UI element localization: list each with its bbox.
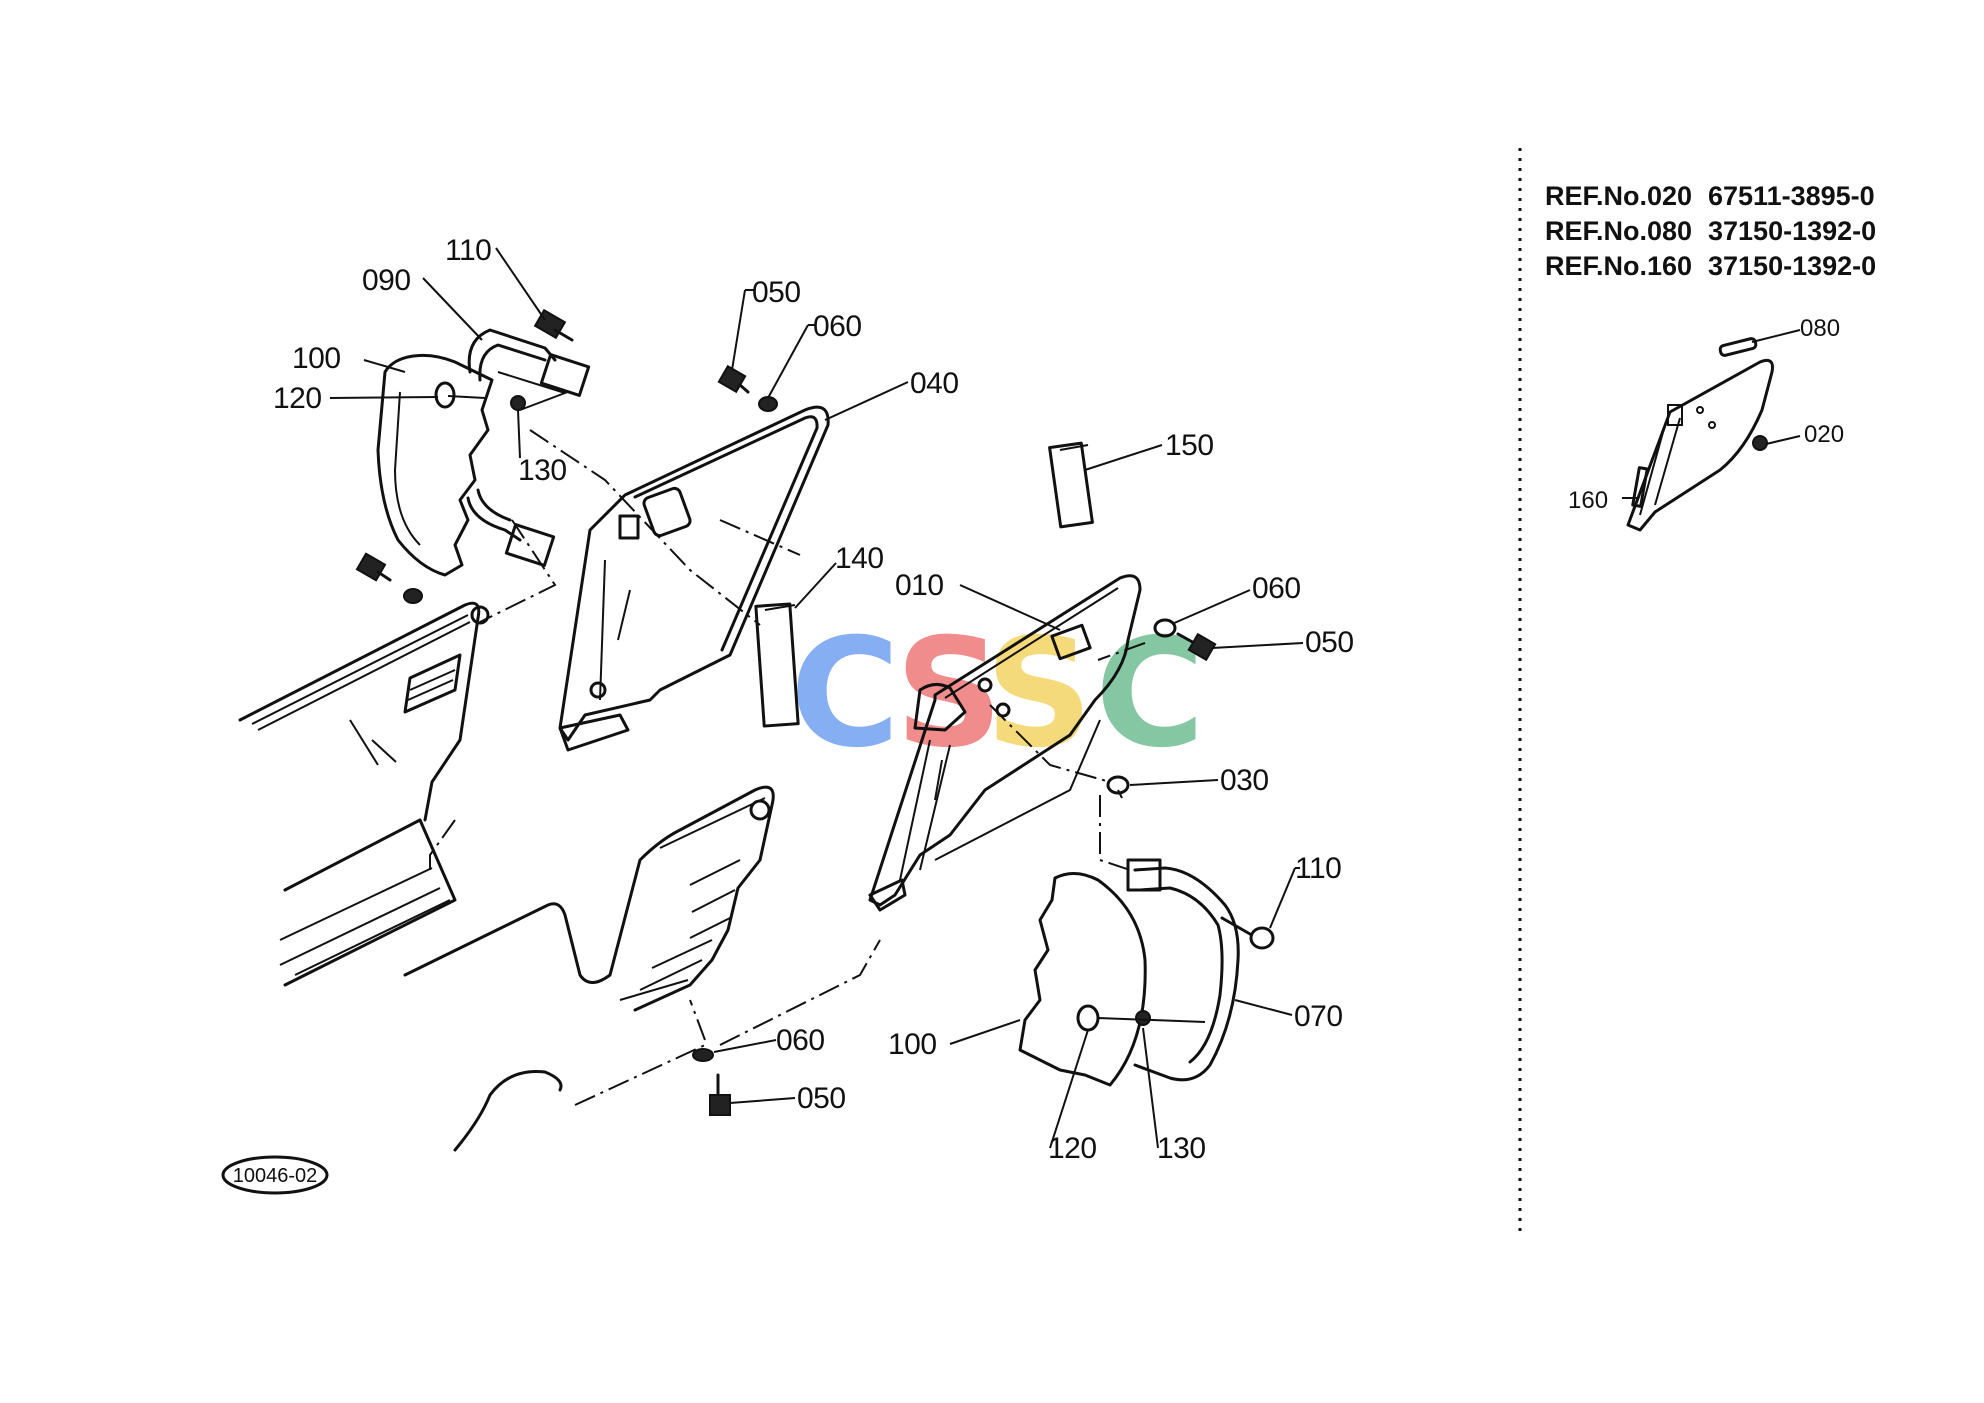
callout-110-right: 110	[1295, 852, 1341, 885]
right-bolt-110	[1220, 916, 1275, 950]
watermark-letter-4: C	[1095, 607, 1205, 781]
ref-partno-080: 37150-1392-0	[1708, 216, 1876, 246]
inset-door-assembly: 080 020 160	[1568, 315, 1844, 532]
right-door-panel-010	[868, 574, 1142, 912]
right-knob-axis	[1097, 1017, 1206, 1023]
callout-060-right: 060	[1252, 572, 1301, 605]
right-washer-130	[1135, 1010, 1151, 1026]
left-body-panel	[238, 601, 490, 822]
inset-callout-020: 020	[1804, 421, 1844, 448]
callout-050-right: 050	[1305, 626, 1354, 659]
ref-label-080: REF.No.080	[1545, 216, 1692, 246]
bottom-washer-060	[692, 1048, 714, 1062]
diagram-code: 10046-02	[233, 1165, 318, 1187]
center-frame-040	[558, 405, 830, 752]
lower-body-curve	[453, 1069, 563, 1152]
right-washer-060	[1153, 618, 1177, 638]
callout-070: 070	[1294, 1000, 1343, 1033]
diagram-code-badge: 10046-02	[221, 1155, 329, 1195]
bolt-030	[1106, 775, 1130, 799]
right-handle-070	[1126, 858, 1240, 1082]
callout-140: 140	[835, 542, 884, 575]
inset-callout-080: 080	[1800, 315, 1840, 342]
top-washer-060	[758, 396, 778, 412]
bottom-bolt-050	[709, 1073, 731, 1116]
callout-040: 040	[910, 367, 959, 400]
callout-130-left: 130	[518, 454, 567, 487]
watermark-logo: C S S C	[790, 607, 1205, 781]
ref-table: REF.No.020 67511-3895-0 REF.No.080 37150…	[1545, 181, 1876, 281]
callout-100-right: 100	[888, 1028, 937, 1061]
callout-060-top: 060	[813, 310, 862, 343]
inset-callout-160: 160	[1568, 487, 1608, 514]
callout-100-left: 100	[292, 342, 341, 375]
callout-050-top: 050	[752, 276, 801, 309]
ref-label-020: REF.No.020	[1545, 181, 1692, 211]
rubber-strip-150	[1048, 441, 1094, 529]
callout-120-right: 120	[1048, 1132, 1097, 1165]
callout-150: 150	[1165, 429, 1214, 462]
left-cover-plate	[376, 353, 494, 577]
left-knob-120	[434, 381, 486, 409]
leader-lines	[329, 247, 1304, 1149]
ref-label-160: REF.No.160	[1545, 251, 1692, 281]
right-cover-plate	[1018, 872, 1147, 1087]
callout-010: 010	[895, 569, 944, 602]
watermark-letter-1: C	[790, 607, 900, 781]
main-callouts: 110 090 100 120 130 050 060 040 150 140 …	[273, 234, 1354, 1165]
ref-partno-160: 37150-1392-0	[1708, 251, 1876, 281]
left-handle-bracket	[497, 371, 569, 411]
centerlines	[429, 429, 1146, 1106]
callout-060-bottom: 060	[776, 1024, 825, 1057]
callout-110-left: 110	[445, 234, 491, 267]
lower-fender	[279, 785, 775, 1012]
callout-050-bottom: 050	[797, 1082, 846, 1115]
callout-130-right: 130	[1157, 1132, 1206, 1165]
left-handle	[466, 328, 591, 567]
right-bolt-050	[1176, 632, 1217, 662]
callout-120-left: 120	[273, 382, 322, 415]
left-body-bolt	[355, 552, 423, 604]
callout-090-left: 090	[362, 264, 411, 297]
right-knob-120	[1076, 1004, 1100, 1032]
callout-030: 030	[1220, 764, 1269, 797]
watermark-letter-3: S	[985, 607, 1093, 781]
ref-partno-020: 67511-3895-0	[1708, 181, 1875, 211]
rubber-strip-140	[754, 602, 800, 728]
top-bolt-050	[717, 364, 750, 394]
